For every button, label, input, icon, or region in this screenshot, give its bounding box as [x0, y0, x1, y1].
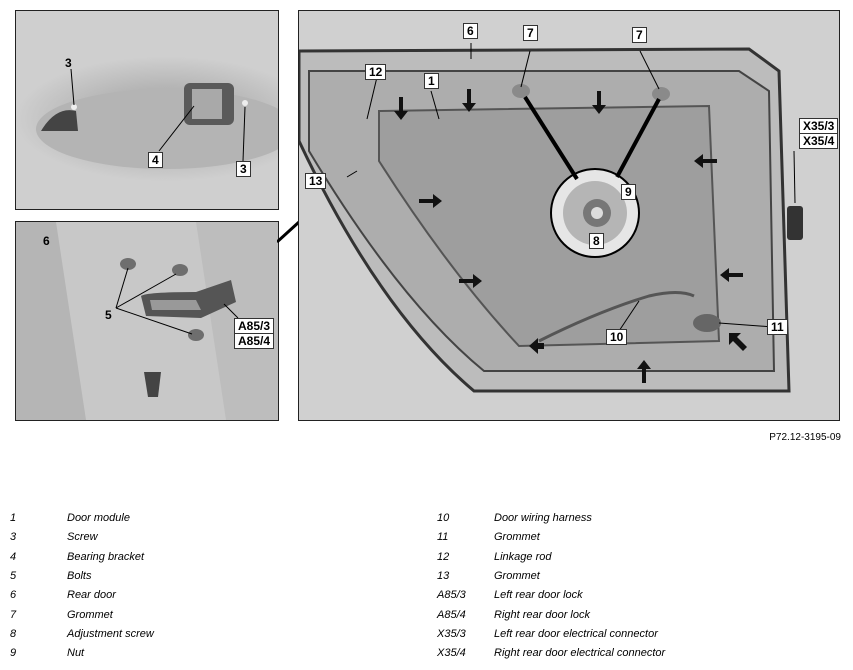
callout-connector-left: X35/3: [799, 118, 839, 134]
screw-right: [242, 100, 248, 106]
callout-rear-door-inset: 6: [43, 234, 50, 248]
callout-lock-right: A85/4: [234, 333, 275, 349]
callout-grommet-13: 13: [305, 173, 327, 189]
callout-bolts: 5: [105, 308, 112, 322]
wiring-harness: [538, 291, 695, 343]
bolt-3: [188, 329, 204, 341]
inset-link-line: [277, 220, 301, 244]
callout-nut: 9: [621, 184, 636, 200]
bolt-1: [120, 258, 136, 270]
grommet-7a: [512, 84, 530, 98]
handle-illustration: [16, 11, 278, 209]
figure-id: P72.12-3195-09: [769, 432, 841, 443]
callout-door-module: 1: [424, 73, 439, 89]
handle-recess-left: [41, 110, 78, 131]
callout-lock-left: A85/3: [234, 318, 275, 334]
callout-rear-door: 6: [463, 23, 478, 39]
callout-linkage-rod: 12: [365, 64, 387, 80]
callout-bearing-bracket: 4: [148, 152, 163, 168]
callout-grommet-7a: 7: [523, 25, 538, 41]
bolt-2: [172, 264, 188, 276]
callout-adjustment-screw: 8: [589, 233, 604, 249]
callout-connector-right: X35/4: [799, 133, 839, 149]
inset-handle-panel: 3 4 3: [15, 10, 279, 210]
electrical-connector: [787, 206, 803, 240]
grommet-11: [693, 314, 721, 332]
door-illustration: [299, 11, 839, 420]
screw-left: [71, 104, 77, 110]
callout-grommet-11: 11: [767, 319, 788, 335]
callout-grommet-7b: 7: [632, 27, 647, 43]
callout-screw-2: 3: [236, 161, 251, 177]
main-door-panel: 6 7 7 12 1 13 9 8 10 11 X35/3 X35/4: [298, 10, 840, 421]
callout-screw-1: 3: [65, 56, 72, 70]
grommet-7b: [652, 87, 670, 101]
door-module-shape: [378, 104, 721, 348]
callout-wiring-harness: 10: [606, 329, 628, 345]
inset-lock-panel: 6 5 A85/3 A85/4: [15, 221, 279, 421]
